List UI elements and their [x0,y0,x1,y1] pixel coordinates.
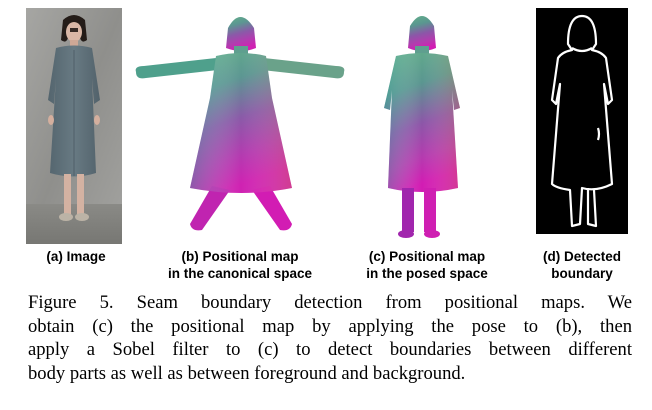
left-hand [48,115,54,125]
posed-body-shape [384,16,460,238]
caption-d-line-1: (d) Detected [542,249,621,264]
caption-d-line-2: boundary [551,266,613,281]
person-photo [26,8,122,244]
panel-d-detected-boundary [536,8,628,234]
caption-panel-d: (d) Detected boundary [528,248,636,282]
figure-caption-line-4: body parts as well as between foreground… [28,362,466,384]
caption-panel-c: (c) Positional map in the posed space [352,248,502,282]
boundary-map [536,8,628,234]
left-leg [64,174,71,214]
caption-panel-a: (a) Image [26,248,126,265]
left-shoe [59,213,73,221]
caption-b-line-2: in the canonical space [167,266,313,281]
caption-c-line-1: (c) Positional map [368,249,486,264]
panel-c-posed-map [366,8,476,244]
caption-b-line-1: (b) Positional map [181,249,299,264]
figure-caption: Figure 5. Seam boundary detection from p… [28,291,632,385]
caption-a-line-1: (a) Image [46,249,106,264]
figure-caption-line-3: apply a Sobel filter to (c) to detect bo… [28,339,632,360]
panel-a-image [26,8,122,244]
panel-b-canonical-map [130,8,350,244]
posed-positional-map [384,16,460,238]
right-hand [94,115,100,125]
right-shoe [75,213,89,221]
caption-panel-b: (b) Positional map in the canonical spac… [145,248,335,282]
figure-caption-line-1: Figure 5. Seam boundary detection from p… [28,292,632,313]
right-leg [77,174,84,214]
photo-floor [26,204,122,244]
figure-caption-line-2: obtain (c) the positional map by applyin… [28,315,632,337]
canonical-body-shape [135,17,345,231]
boundary-outline [550,14,614,228]
canonical-positional-map [135,17,345,231]
caption-c-line-2: in the posed space [366,266,488,281]
